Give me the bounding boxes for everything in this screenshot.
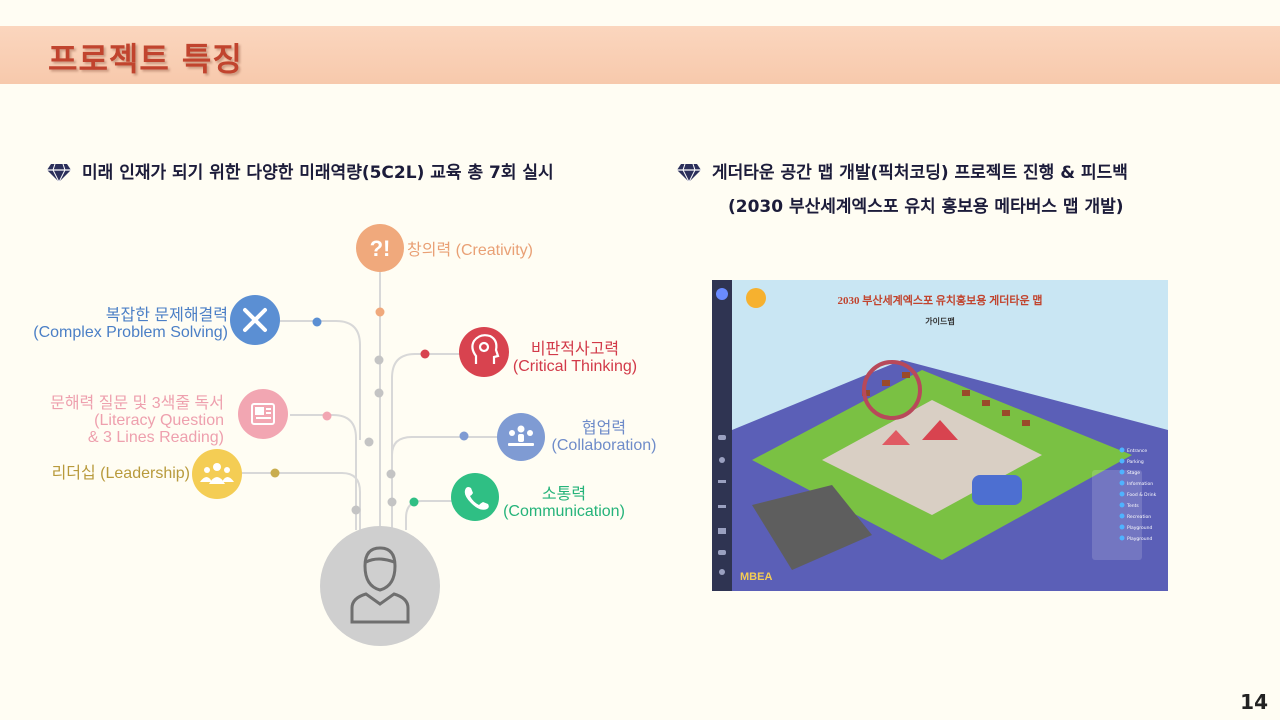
svg-text:Information: Information [1127,481,1153,487]
diamond-icon [677,163,701,183]
collaboration-node [497,413,545,461]
left-heading-text: 미래 인재가 되기 위한 다양한 미래역량(5C2L) 교육 총 7회 실시 [82,163,554,183]
phone-icon [464,487,489,510]
communication-node [451,473,499,521]
creativity-node: ?! [356,224,404,272]
right-heading: 게더타운 공간 맵 개발(픽처코딩) 프로젝트 진행 & 피드백 [676,158,1128,183]
communication-label: 소통력(Communication) [503,486,625,520]
mbea-logo: MBEA [740,571,772,583]
left-heading: 미래 인재가 되기 위한 다양한 미래역량(5C2L) 교육 총 7회 실시 [46,158,554,183]
leadership-node [192,449,242,499]
person-icon [350,546,410,624]
team-icon [508,425,534,446]
page-number: 14 [1240,690,1268,714]
group-icon [200,463,234,484]
right-subheading: (2030 부산세계엑스포 유치 홍보용 메타버스 맵 개발) [728,197,1124,217]
svg-text:Playground: Playground [1127,525,1152,531]
competency-diagram: ?! [192,224,545,646]
svg-text:Tents: Tents [1126,503,1139,509]
svg-text:Playground: Playground [1127,536,1152,542]
creativity-label: 창의력 (Creativity) [407,242,533,259]
brain-head-icon [471,334,500,364]
map-legend: Entrance Parking Stage Information Food … [1119,447,1157,542]
complex-problem-node [230,295,280,345]
leadership-label: 리더십 (Leadership) [51,465,190,482]
document-icon [251,403,275,425]
map-subtitle: 가이드맵 [925,316,954,326]
critical-thinking-label: 비판적사고력(Critical Thinking) [512,341,638,375]
right-heading-text: 게더타운 공간 맵 개발(픽처코딩) 프로젝트 진행 & 피드백 [712,163,1128,183]
critical-thinking-node [459,327,509,377]
collaboration-label: 협업력(Collaboration) [551,420,657,454]
map-title: 2030 부산세계엑스포 유치홍보용 게더타운 맵 [837,293,1042,307]
literacy-label: 문해력 질문 및 3색줄 독서(Literacy Question& 3 Lin… [50,395,224,446]
svg-text:Parking: Parking [1127,459,1144,465]
diamond-icon [47,163,71,183]
title-bar [0,26,1280,84]
svg-text:Food & Drink: Food & Drink [1127,492,1157,498]
person-node [320,526,440,646]
svg-text:Stage: Stage [1127,470,1140,476]
complex-problem-label: 복잡한 문제해결력(Complex Problem Solving) [33,307,228,341]
slide-title: 프로젝트 특징 [48,40,243,78]
gathertown-map-image: 2030 부산세계엑스포 유치홍보용 게더타운 맵 가이드맵 Entrance … [712,280,1168,591]
svg-text:Entrance: Entrance [1127,448,1147,454]
literacy-node [238,389,288,439]
tools-icon [243,308,267,332]
exclamation-question-icon: ?! [370,236,391,261]
svg-text:Recreation: Recreation [1127,514,1151,520]
home-icon [716,288,728,300]
